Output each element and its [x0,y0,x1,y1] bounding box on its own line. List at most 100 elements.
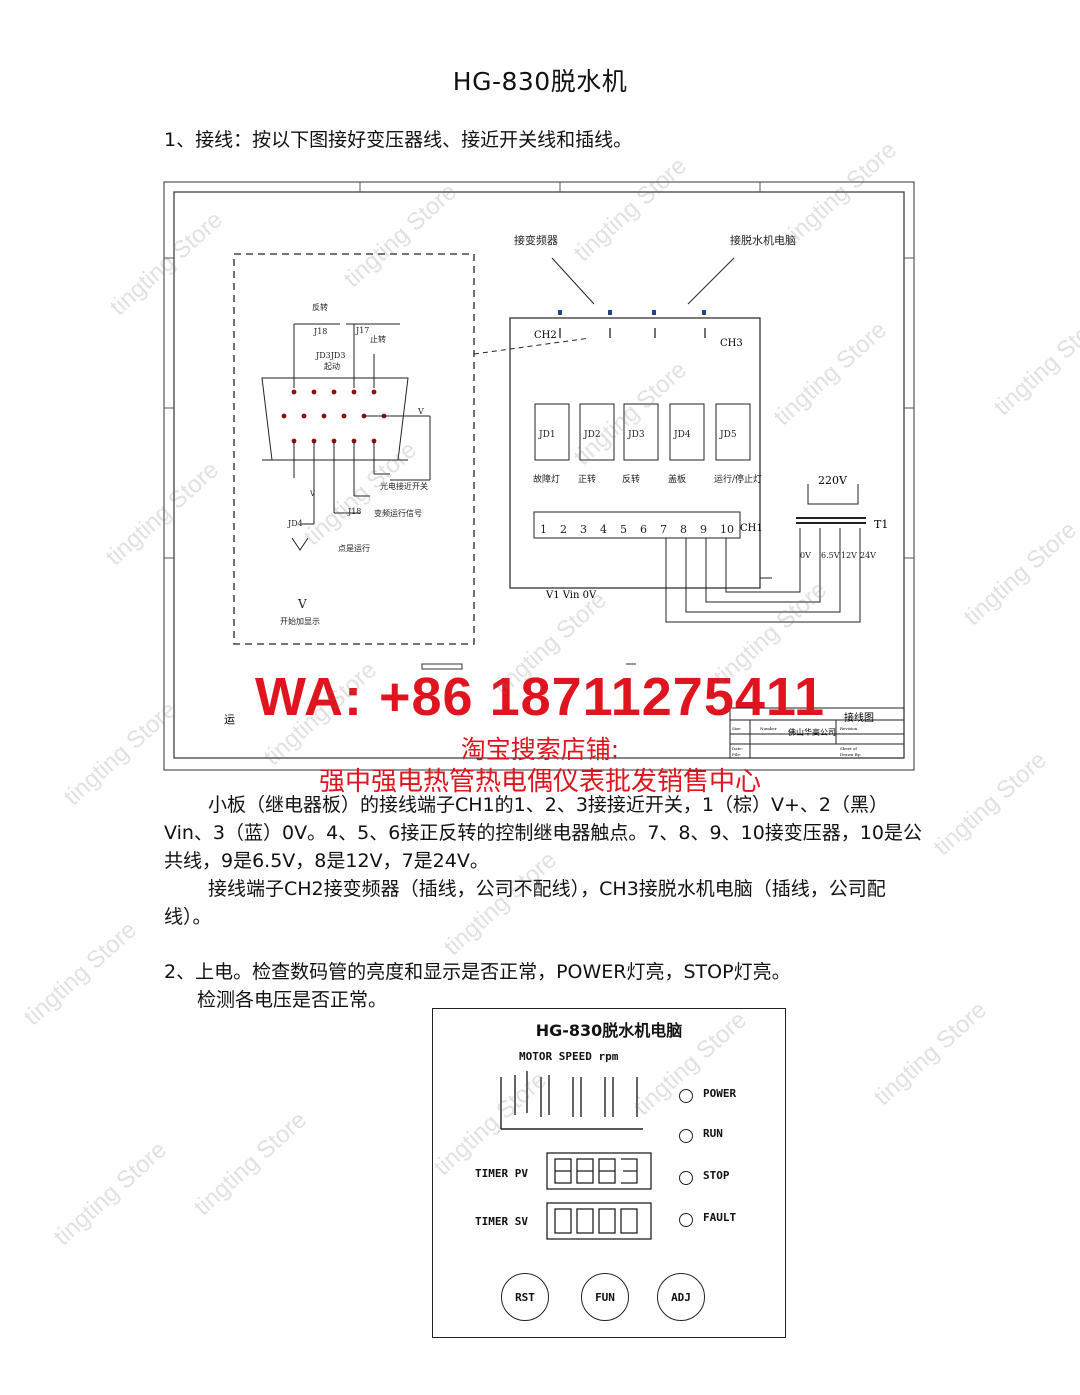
step-2-text: 2、上电。检查数码管的亮度和显示是否正常，POWER灯亮，STOP灯亮。 检测各… [164,958,791,1014]
timer-pv-label: TIMER PV [475,1167,528,1180]
svg-text:Size: Size [732,726,741,731]
terminal-2: 2 [560,523,567,536]
fun-button[interactable]: FUN [581,1273,629,1321]
svg-text:变频运行信号: 变频运行信号 [374,508,422,518]
rst-button[interactable]: RST [501,1273,549,1321]
watermark-text: tingting Store [188,1106,312,1221]
label-inverter: 接变频器 [514,233,558,247]
svg-text:JD1: JD1 [538,430,556,440]
svg-text:反转: 反转 [312,302,328,312]
controller-panel: HG-830脱水机电脑 MOTOR SPEED rpm TIMER PV TIM… [432,1008,786,1338]
svg-text:反转: 反转 [622,473,640,485]
svg-text:J17: J17 [355,326,369,335]
whatsapp-overlay: WA: +86 18711275411 [255,667,825,727]
led-label: POWER [703,1087,737,1100]
led-label: STOP [703,1169,730,1182]
tap-label: 24V [860,551,876,560]
transformer-label: T1 [874,518,888,531]
watermark-text: tingting Store [48,1136,172,1251]
terminal-1: 1 [540,523,547,536]
svg-text:JD2: JD2 [583,430,601,440]
description-paragraph-2: 接线端子CH2接变频器（插线，公司不配线），CH3接脱水机电脑（插线，公司配线）… [164,878,886,928]
svg-text:止转: 止转 [370,334,386,344]
description-paragraph-1: 小板（继电器板）的接线端子CH1的1、2、3接接近开关，1（棕）V+、2（黑）V… [164,794,922,872]
relay-jd2: JD2 正转 [578,403,615,485]
wiring-diagram: 反转 J18 J17 止转 JD3JD3 起动 V JD4 J18 点是运行 V… [163,181,915,771]
ch1-label: CH1 [740,523,763,534]
svg-text:JD4: JD4 [287,519,303,528]
terminal-5: 5 [620,523,627,536]
step-2-line-2: 检测各电压是否正常。 [197,989,388,1011]
svg-text:JD3: JD3 [627,430,645,440]
wiring-description: 小板（继电器板）的接线端子CH1的1、2、3接接近开关，1（棕）V+、2（黑）V… [164,791,924,931]
watermark-text: tingting Store [988,306,1080,421]
svg-text:起动: 起动 [324,361,340,371]
svg-text:JD3JD3: JD3JD3 [315,351,345,360]
relay-jd3: JD3 反转 [622,403,659,485]
terminal-4: 4 [600,523,607,536]
tap-label: 6.5V [821,551,840,560]
svg-text:J18: J18 [313,327,327,336]
title-block: 接线图 佛山华高公司 Size Number Revision Date: Fi… [729,707,905,759]
ch3-label: CH3 [720,338,743,349]
svg-text:Sheet of: Sheet of [840,746,857,751]
led-circle-icon [679,1129,693,1143]
svg-text:File:: File: [732,752,741,757]
page-title: HG-830脱水机 [452,67,628,96]
timer-sv-label: TIMER SV [475,1215,528,1228]
relay-jd5: JD5 运行/停止灯 [714,403,762,485]
step-1-text: 1、接线：按以下图接好变压器线、接近开关线和插线。 [164,129,633,151]
led-circle-icon [679,1171,693,1185]
svg-text:V: V [297,597,307,611]
svg-text:开始加显示: 开始加显示 [280,616,320,626]
terminal-9: 9 [700,523,707,536]
relay-jd4: JD4 盖板 [668,403,705,485]
motor-speed-label: MOTOR SPEED rpm [519,1050,619,1063]
svg-text:运行/停止灯: 运行/停止灯 [714,473,762,485]
led-label: RUN [703,1127,723,1140]
terminal-10: 10 [720,523,734,536]
adj-button[interactable]: ADJ [657,1273,705,1321]
svg-text:JD4: JD4 [673,430,691,440]
svg-text:接线图: 接线图 [844,711,874,724]
svg-text:佛山华高公司: 佛山华高公司 [788,727,836,737]
speed-display [500,1071,643,1130]
svg-text:光电接近开关: 光电接近开关 [380,481,428,491]
svg-text:V: V [309,490,316,498]
shop-overlay-line-2: 强中强电热管热电偶仪表批发销售中心 [318,767,761,797]
terminal-7: 7 [660,523,667,536]
svg-text:J18: J18 [347,507,361,516]
panel-title: HG-830脱水机电脑 [535,1021,683,1040]
svg-text:Revision: Revision [840,726,858,731]
step-2-line-1: 2、上电。检查数码管的亮度和显示是否正常，POWER灯亮，STOP灯亮。 [164,961,791,983]
watermark-text: tingting Store [18,916,142,1031]
watermark-text: tingting Store [868,996,992,1111]
relay-jd1: JD1 故障灯 [533,403,570,485]
left-block-labels: 反转 J18 J17 止转 JD3JD3 起动 V JD4 J18 点是运行 V… [280,302,428,626]
led-circle-icon [679,1089,693,1103]
svg-text:正转: 正转 [578,473,596,485]
tap-label: 0V [800,551,811,560]
svg-text:故障灯: 故障灯 [533,473,560,485]
svg-text:Date:: Date: [732,746,743,751]
watermark-text: tingting Store [958,516,1080,631]
svg-text:Number: Number [760,726,777,731]
svg-text:盖板: 盖板 [668,473,686,485]
svg-text:点是运行: 点是运行 [338,543,370,553]
tap-label: 12V [841,551,857,560]
led-circle-icon [679,1213,693,1227]
timer-displays [546,1152,652,1240]
svg-text:JD5: JD5 [719,430,737,440]
led-label: FAULT [703,1211,737,1224]
svg-text:Drawn By:: Drawn By: [840,752,861,757]
footer-left-char: 运 [224,713,235,726]
label-computer: 接脱水机电脑 [730,233,796,247]
supply-label: 220V [818,474,848,487]
voltage-labels: V1 Vin 0V [545,590,597,601]
ch2-label: CH2 [534,330,557,341]
shop-overlay-line-1: 淘宝搜索店铺: [460,735,620,764]
relay-group: JD1 故障灯 JD2 正转 JD3 反转 JD4 盖板 JD5 运行/停止灯 [533,403,762,485]
terminal-3: 3 [580,523,587,536]
svg-text:V: V [417,407,424,416]
